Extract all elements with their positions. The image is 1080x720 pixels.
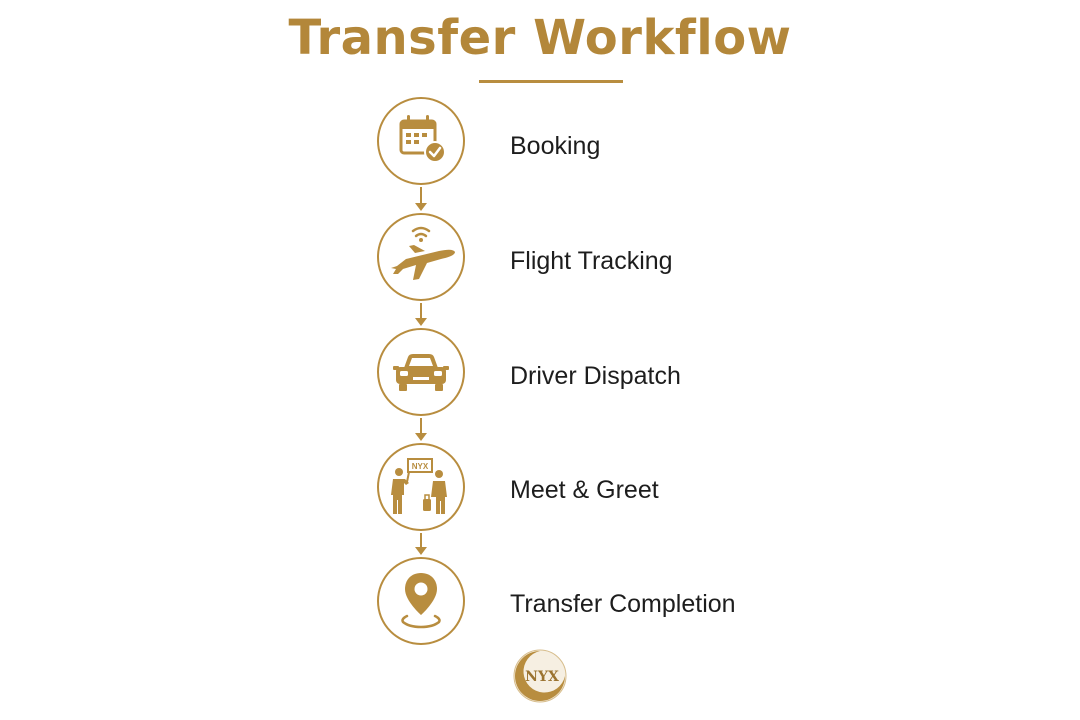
location-pin-icon <box>401 573 441 629</box>
meet-greet-icon: NYX <box>391 458 447 514</box>
connector-4 <box>420 533 422 548</box>
nyx-logo: NYX <box>513 649 567 703</box>
title-underline <box>479 80 623 83</box>
step-1-label: Booking <box>510 132 601 160</box>
connector-2 <box>420 303 422 319</box>
arrow-2 <box>415 318 427 326</box>
arrow-3 <box>415 433 427 441</box>
connector-1 <box>420 187 422 205</box>
step-4-meet-greet: NYX <box>377 443 465 531</box>
page-title: Transfer Workflow <box>288 10 792 66</box>
logo-text: NYX <box>525 669 559 685</box>
step-3-label: Driver Dispatch <box>510 362 681 390</box>
step-1-booking <box>377 97 465 185</box>
car-icon <box>393 354 449 391</box>
step-2-flight-tracking <box>377 213 465 301</box>
step-5-label: Transfer Completion <box>510 590 736 618</box>
arrow-4 <box>415 547 427 555</box>
step-5-transfer-completion <box>377 557 465 645</box>
connector-3 <box>420 418 422 434</box>
step-2-label: Flight Tracking <box>510 247 673 275</box>
step-3-driver-dispatch <box>377 328 465 416</box>
airplane-wifi-icon <box>391 226 455 280</box>
calendar-check-icon <box>399 115 446 163</box>
arrow-1 <box>415 203 427 211</box>
sign-text: NYX <box>412 462 429 471</box>
step-4-label: Meet & Greet <box>510 476 659 504</box>
